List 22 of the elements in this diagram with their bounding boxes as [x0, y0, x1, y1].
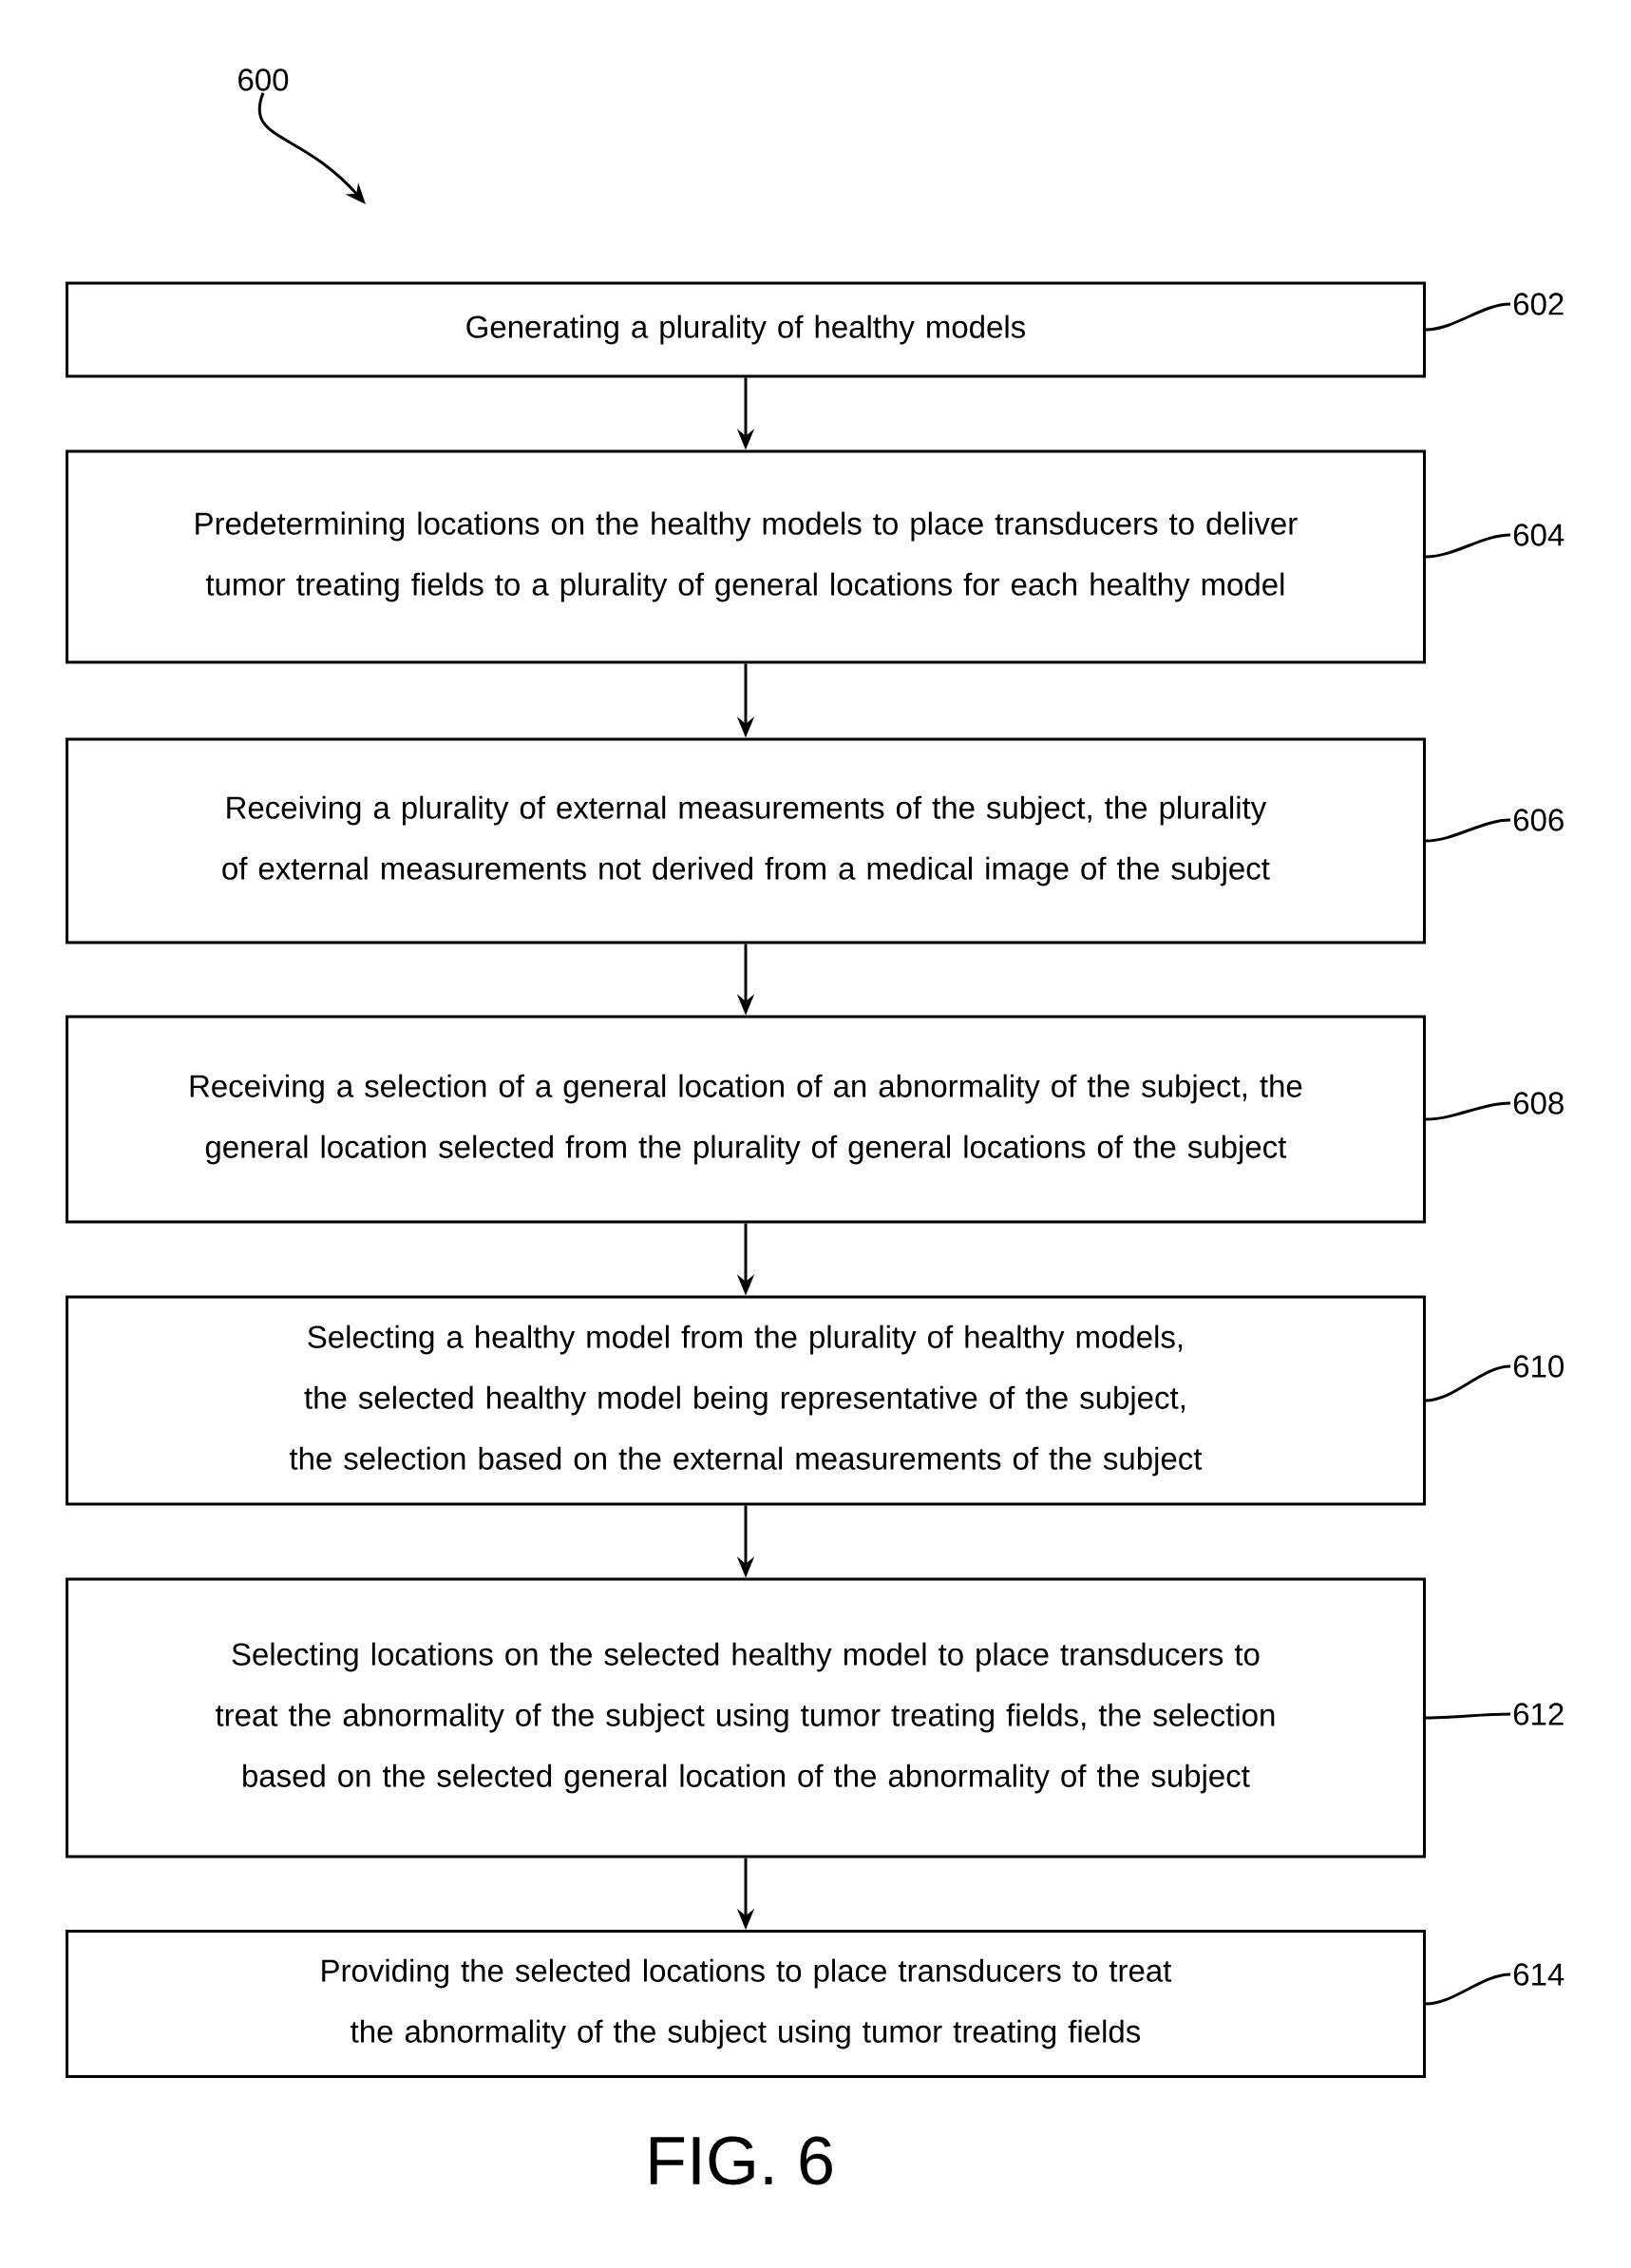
process-box: Receiving a plurality of external measurements of the subject, the plurality of external measurements not derived from a medical image of the subject	[66, 737, 1426, 944]
callout-number: 606	[1513, 809, 1564, 831]
callout-number: 610	[1513, 1355, 1564, 1378]
leader-line	[1426, 1712, 1511, 1720]
callout-number: 614	[1513, 1963, 1565, 1986]
process-box: Generating a plurality of healthy models	[66, 281, 1426, 378]
callout-number: 602	[1513, 293, 1564, 315]
leader-line	[1425, 533, 1511, 559]
figure-number: 600	[238, 68, 289, 91]
leader-line	[1425, 1101, 1511, 1121]
leader-line	[1425, 1973, 1511, 2006]
process-box: Selecting a healthy model from the plurality of healthy models, the selected healthy model being representative of the subject, the selection based on the external measurements of the subject	[66, 1295, 1426, 1506]
process-box: Receiving a selection of a general location of an abnormality of the subject, the general location selected from the plurality of general locations of the subject	[66, 1015, 1426, 1224]
callout-number: 608	[1513, 1092, 1564, 1115]
leader-line	[1425, 818, 1511, 843]
leader-line	[1425, 1364, 1511, 1402]
leader-line	[1425, 302, 1511, 332]
process-box: Providing the selected locations to place transducers to treat the abnormality of the subject using tumor treating fields	[66, 1930, 1426, 2078]
process-box: Predetermining locations on the healthy models to place transducers to deliver tumor treating fields to a plurality of general locations for each healthy model	[66, 449, 1426, 664]
callout-number: 612	[1513, 1703, 1564, 1725]
process-box: Selecting locations on the selected healthy model to place transducers to treat the abnormality of the subject using tumor treating fields, the selection based on the selected general location of the abnormality of the subject	[66, 1577, 1426, 1858]
callout-number: 604	[1513, 524, 1565, 546]
